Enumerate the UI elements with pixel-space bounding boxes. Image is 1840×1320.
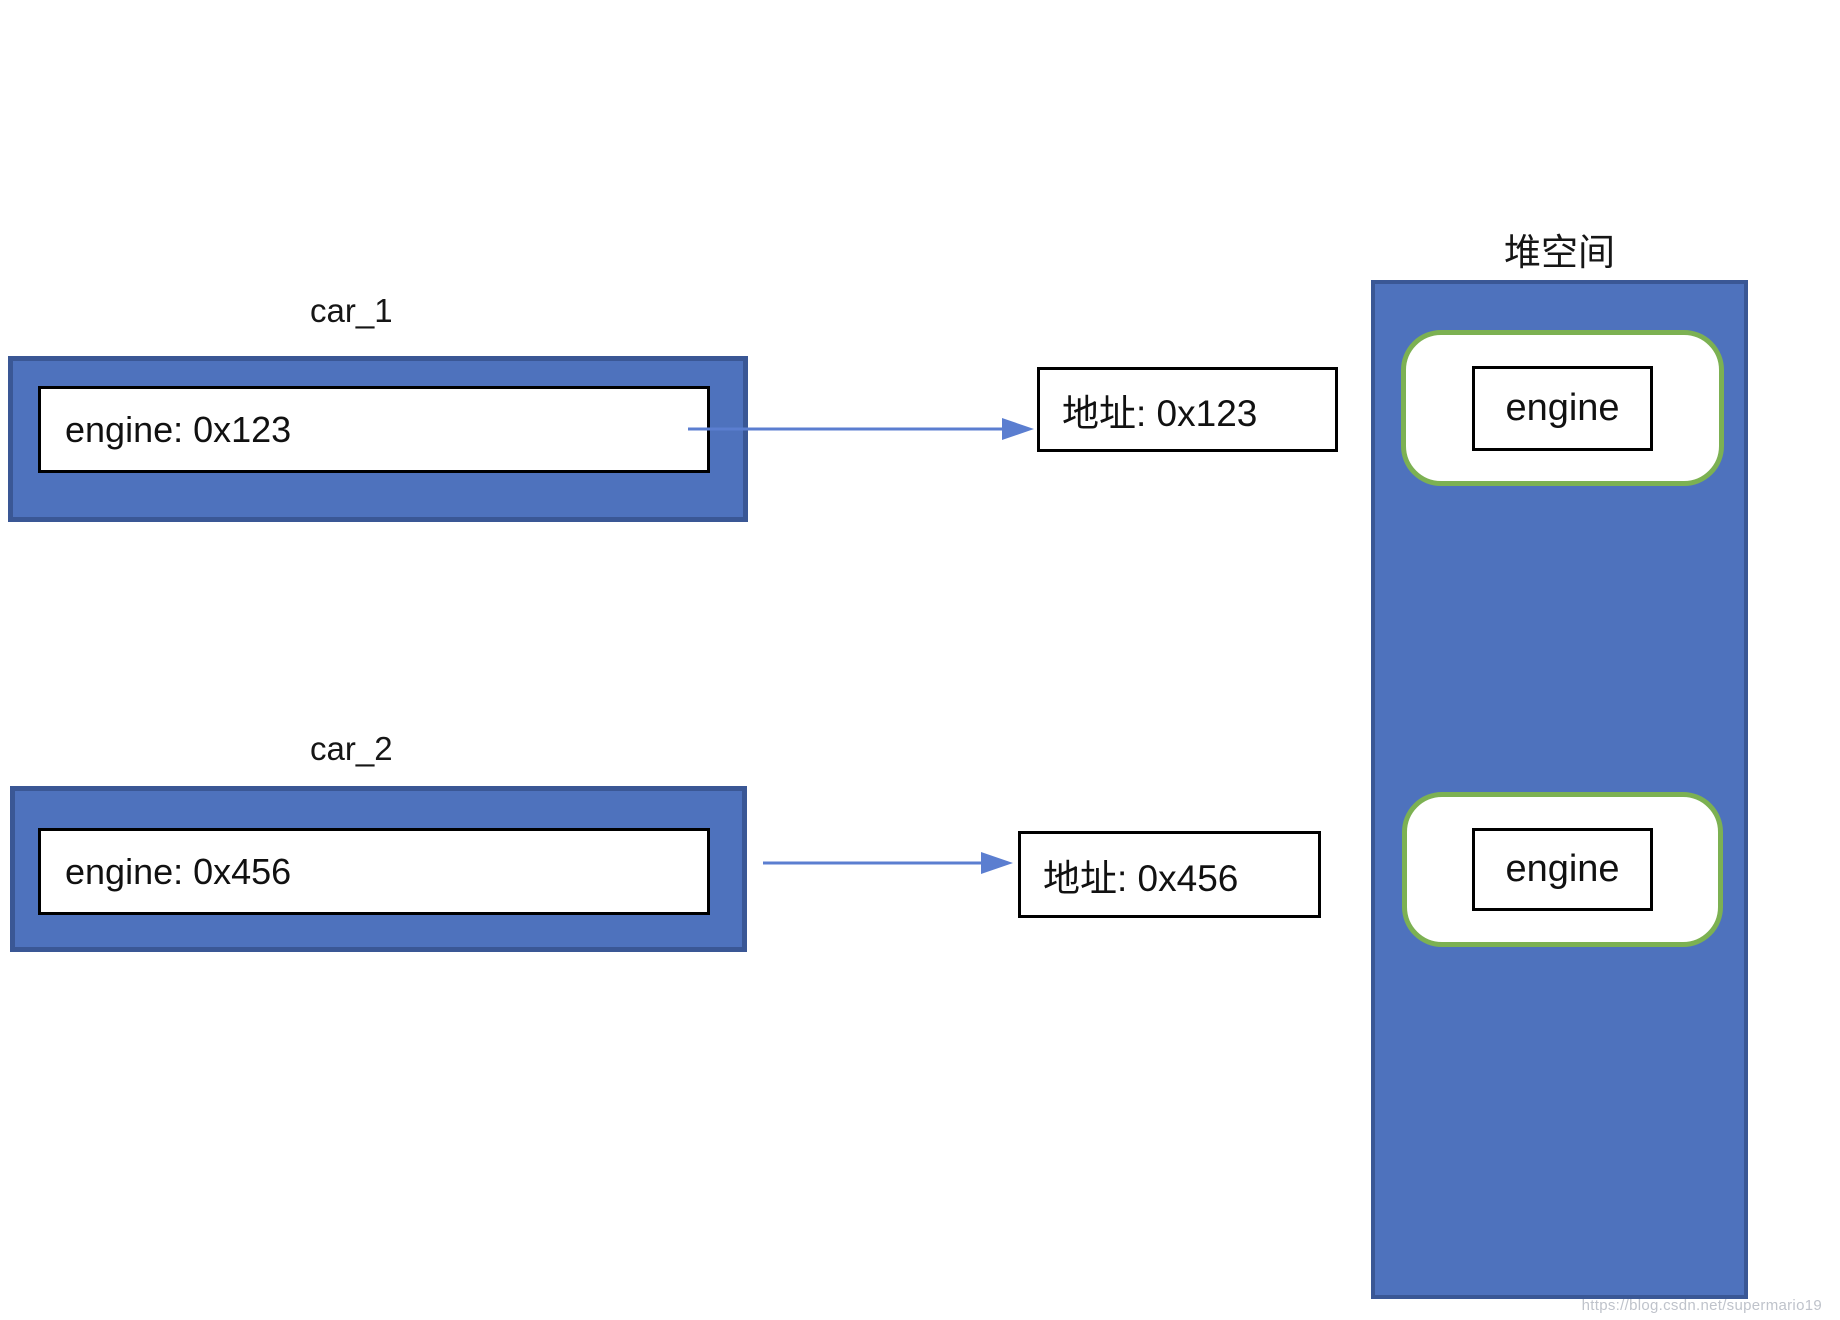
- arrow-head-icon: [981, 852, 1013, 874]
- car1-engine-field-text: engine: 0x123: [65, 408, 292, 450]
- car1-address-text: 地址: 0x123: [1062, 392, 1258, 434]
- car1-engine-field: engine: 0x123: [38, 386, 710, 473]
- car2-pointer-arrow: [763, 852, 1013, 874]
- heap-engine-text-2: engine: [1505, 848, 1620, 890]
- car2-address-box: 地址: 0x456: [1018, 831, 1321, 918]
- car2-engine-field: engine: 0x456: [38, 828, 710, 915]
- car1-stack-box: engine: 0x123: [8, 356, 748, 522]
- car2-address-text: 地址: 0x456: [1043, 857, 1239, 899]
- heap-label: 堆空间: [1504, 232, 1615, 273]
- car1-label: car_1: [310, 292, 393, 329]
- heap-engine-box-2: engine: [1472, 828, 1653, 911]
- heap-engine-text-1: engine: [1505, 386, 1620, 429]
- heap-object-2: engine: [1402, 792, 1723, 947]
- car1-pointer-arrow: [688, 418, 1034, 440]
- arrow-head-icon: [1002, 418, 1034, 440]
- car2-engine-field-text: engine: 0x456: [65, 850, 292, 892]
- heap-engine-box-1: engine: [1472, 365, 1653, 451]
- heap-object-1: engine: [1401, 330, 1724, 486]
- heap-box: engine engine: [1371, 280, 1748, 1299]
- watermark-text: https://blog.csdn.net/supermario19: [1581, 1297, 1822, 1314]
- car1-address-box: 地址: 0x123: [1037, 367, 1338, 452]
- car2-stack-box: engine: 0x456: [10, 786, 747, 952]
- car2-label: car_2: [310, 730, 393, 767]
